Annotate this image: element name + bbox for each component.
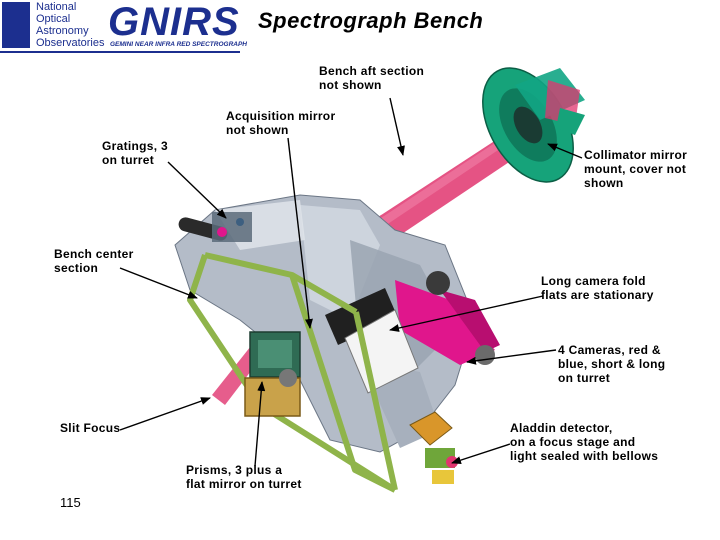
label-long-camera: Long camera fold flats are stationary [541,274,654,302]
label-collimator: Collimator mirror mount, cover not shown [584,148,688,190]
label-aladdin-detector: Aladdin detector, on a focus stage and l… [510,421,659,463]
header-rule [0,51,240,53]
page-number: 115 [60,495,81,510]
label-slit-focus: Slit Focus [60,421,121,435]
gnirs-logo: GNIRS [108,0,240,44]
label-bench-aft: Bench aft section not shown [319,64,425,92]
fold-flats [325,288,419,394]
callout-arrows [119,97,583,467]
camera-turret [395,271,500,365]
support-frame [187,252,398,493]
collimator-assembly [482,67,585,183]
label-gratings: Gratings, 3 on turret [102,139,168,167]
noao-logo-text: National Optical Astronomy Observatories [36,1,105,49]
label-cameras: 4 Cameras, red & blue, short & long on t… [558,343,666,385]
aladdin-detector [409,411,458,484]
gnirs-logo-subtitle: GEMINI NEAR INFRA RED SPECTROGRAPH [110,41,247,48]
label-acquisition-mirror: Acquisition mirror not shown [226,109,336,137]
slide-title: Spectrograph Bench [258,8,484,33]
label-bench-center: Bench center section [54,247,134,275]
label-prisms: Prisms, 3 plus a flat mirror on turret [186,463,302,491]
noao-logo-icon [2,2,30,48]
prism-turret [244,331,301,417]
